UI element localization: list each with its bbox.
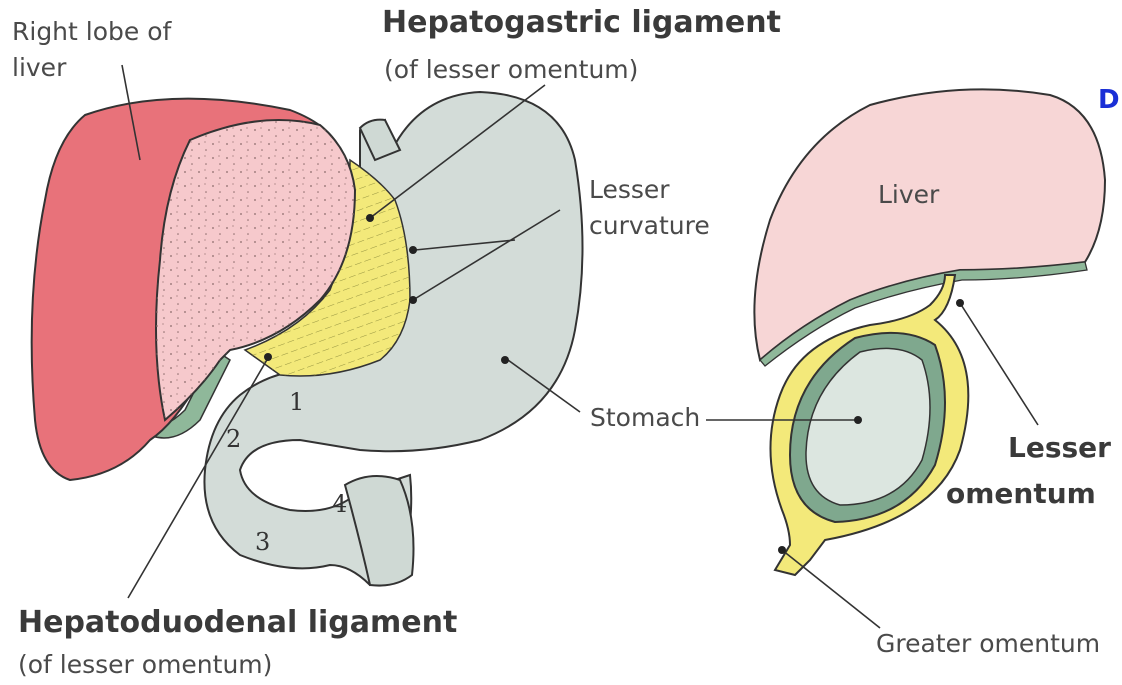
label-lesser-curvature-line1: Lesser (589, 176, 670, 205)
leader-lesser-omentum (960, 303, 1038, 425)
leader-greater-omentum (782, 550, 880, 628)
label-hepatoduodenal-sub: (of lesser omentum) (18, 651, 272, 680)
label-stomach: Stomach (590, 404, 700, 433)
label-lesser-curvature-line2: curvature (589, 212, 710, 241)
label-hepatoduodenal-title: Hepatoduodenal ligament (18, 606, 457, 641)
label-lesser-omentum-line1: Lesser (1008, 432, 1111, 464)
label-greater-omentum: Greater omentum (876, 630, 1100, 659)
duodenum-part-2: 2 (226, 425, 241, 453)
duodenum-part-4: 4 (332, 490, 347, 518)
duodenum-part-3: 3 (255, 528, 270, 556)
label-liver: Liver (878, 181, 939, 210)
panel-letter: D (1098, 86, 1120, 116)
label-hepatogastric-sub: (of lesser omentum) (384, 56, 638, 85)
label-hepatogastric-title: Hepatogastric ligament (382, 6, 781, 41)
label-right-lobe-line1: Right lobe of (12, 18, 171, 47)
label-lesser-omentum-line2: omentum (946, 478, 1096, 510)
duodenum-part-1: 1 (289, 388, 304, 416)
label-right-lobe-line2: liver (12, 54, 66, 83)
